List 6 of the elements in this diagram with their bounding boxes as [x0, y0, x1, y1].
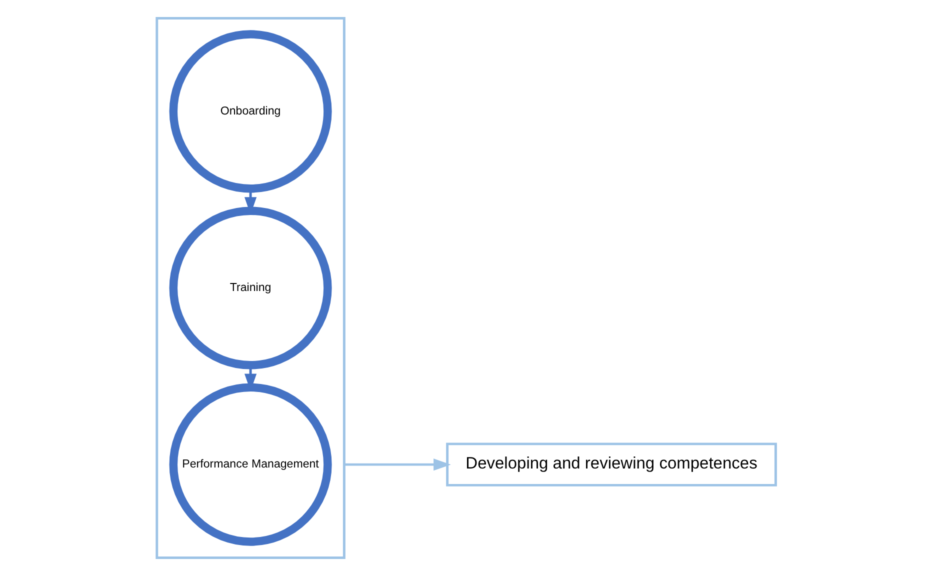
- node-box: Developing and reviewing competences: [446, 442, 776, 486]
- node-circle: Performance Management: [168, 383, 332, 546]
- node-circle: Training: [168, 206, 332, 370]
- cluster: [155, 16, 345, 560]
- arrow: [344, 458, 450, 471]
- node-circle: Onboarding: [168, 30, 332, 193]
